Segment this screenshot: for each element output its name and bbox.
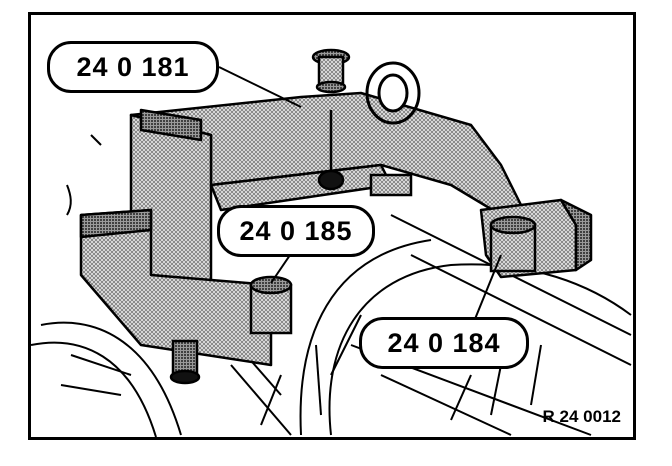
insert-24-0-185: [249, 275, 293, 335]
adjuster-nut: [317, 169, 413, 197]
spindle-knob: [311, 48, 351, 175]
fixture-24-0-181: [79, 91, 593, 367]
lifting-eye: [365, 61, 421, 125]
diagram-frame: 24 0 181 24 0 185 24 0 184 R 24 0012: [28, 12, 636, 440]
figure-reference-code: R 24 0012: [542, 407, 621, 426]
bottom-bolt: [169, 339, 201, 385]
callout-tool-24-0-181: 24 0 181: [47, 41, 219, 93]
callout-tool-24-0-185: 24 0 185: [217, 205, 375, 257]
callout-tool-24-0-184: 24 0 184: [359, 317, 529, 369]
technical-illustration: [31, 48, 632, 437]
